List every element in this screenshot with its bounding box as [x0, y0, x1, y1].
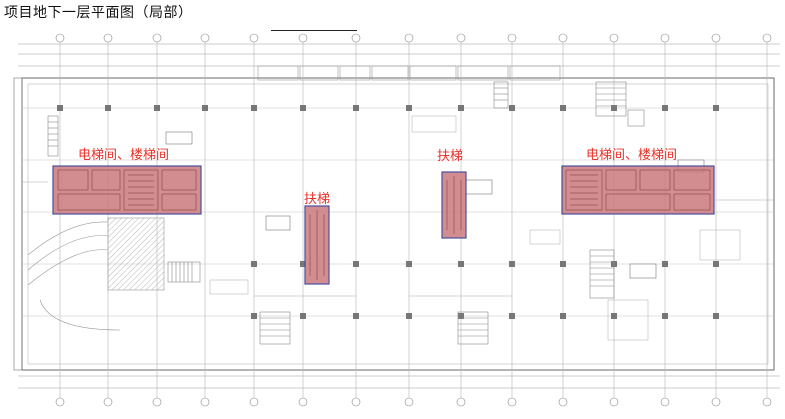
right-core-detail: [565, 169, 711, 211]
left-core-detail: [57, 169, 197, 211]
dimension-band-bottom: [18, 375, 780, 389]
annotation-escalator-right: 扶梯: [437, 149, 464, 164]
title-underline: [271, 30, 357, 31]
grid-bubbles-bottom: [55, 397, 772, 407]
column-grid-vertical: [59, 38, 768, 398]
annotation-escalator-middle: 扶梯: [304, 192, 331, 207]
building-inner-outline: [27, 83, 769, 365]
annotation-elevator-stair-left: 电梯间、楼梯间: [78, 148, 170, 163]
top-equipment-rooms: [257, 65, 561, 81]
middle-escalator-detail: [309, 210, 325, 280]
left-upper-stair: [47, 115, 59, 157]
hatched-area-left: [107, 217, 165, 291]
misc-detail-lines: [22, 115, 774, 341]
entry-ramp: [27, 221, 121, 331]
bottom-stairs: [259, 249, 615, 345]
annotation-elevator-stair-right: 电梯间、楼梯间: [586, 148, 678, 163]
drawing-title: 项目地下一层平面图（局部）: [4, 5, 193, 21]
structural-columns: [57, 105, 719, 319]
lower-left-stair: [167, 261, 201, 283]
dimension-band-top: [18, 43, 780, 67]
grid-bubbles-top: [55, 33, 772, 43]
right-escalator-detail: [446, 176, 462, 234]
left-wall-band: [13, 77, 23, 371]
upper-right-stairs: [493, 81, 645, 127]
